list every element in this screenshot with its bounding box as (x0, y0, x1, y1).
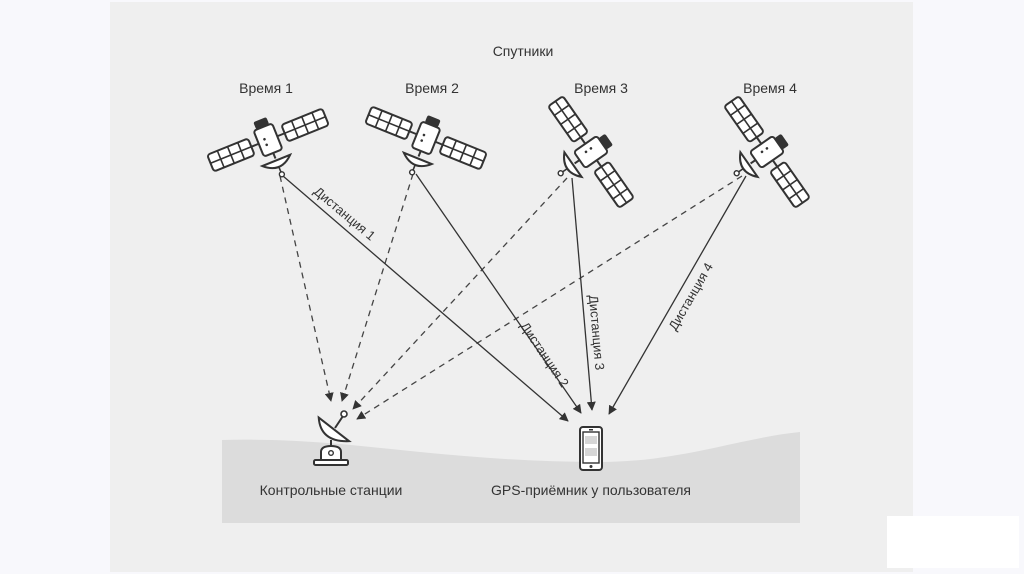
overlay-box (887, 516, 1019, 568)
satellite-time-label-1: Время 1 (239, 80, 293, 96)
control-stations-label: Контрольные станции (259, 482, 403, 498)
dashed-link-1 (279, 175, 334, 402)
distance-line-1 (282, 175, 569, 422)
receiver-label: GPS-приёмник у пользователя (491, 482, 691, 498)
distance-line-4 (608, 175, 747, 415)
gps-receiver-phone-icon (579, 426, 603, 471)
satellite-time-label-4: Время 4 (743, 80, 797, 96)
satellite-time-label-2: Время 2 (405, 80, 459, 96)
satellite-icon-4 (699, 89, 821, 226)
satellite-icon-2 (354, 94, 492, 197)
control-station-icon (313, 410, 352, 466)
distance-line-3 (571, 177, 596, 411)
satellite-time-label-3: Время 3 (574, 80, 628, 96)
dashed-link-4 (356, 175, 743, 420)
dashed-link-3 (352, 177, 568, 410)
dashed-link-2 (340, 173, 414, 402)
satellites-title: Спутники (492, 43, 554, 59)
distance-line-2 (415, 173, 582, 414)
ground-band (222, 432, 800, 523)
